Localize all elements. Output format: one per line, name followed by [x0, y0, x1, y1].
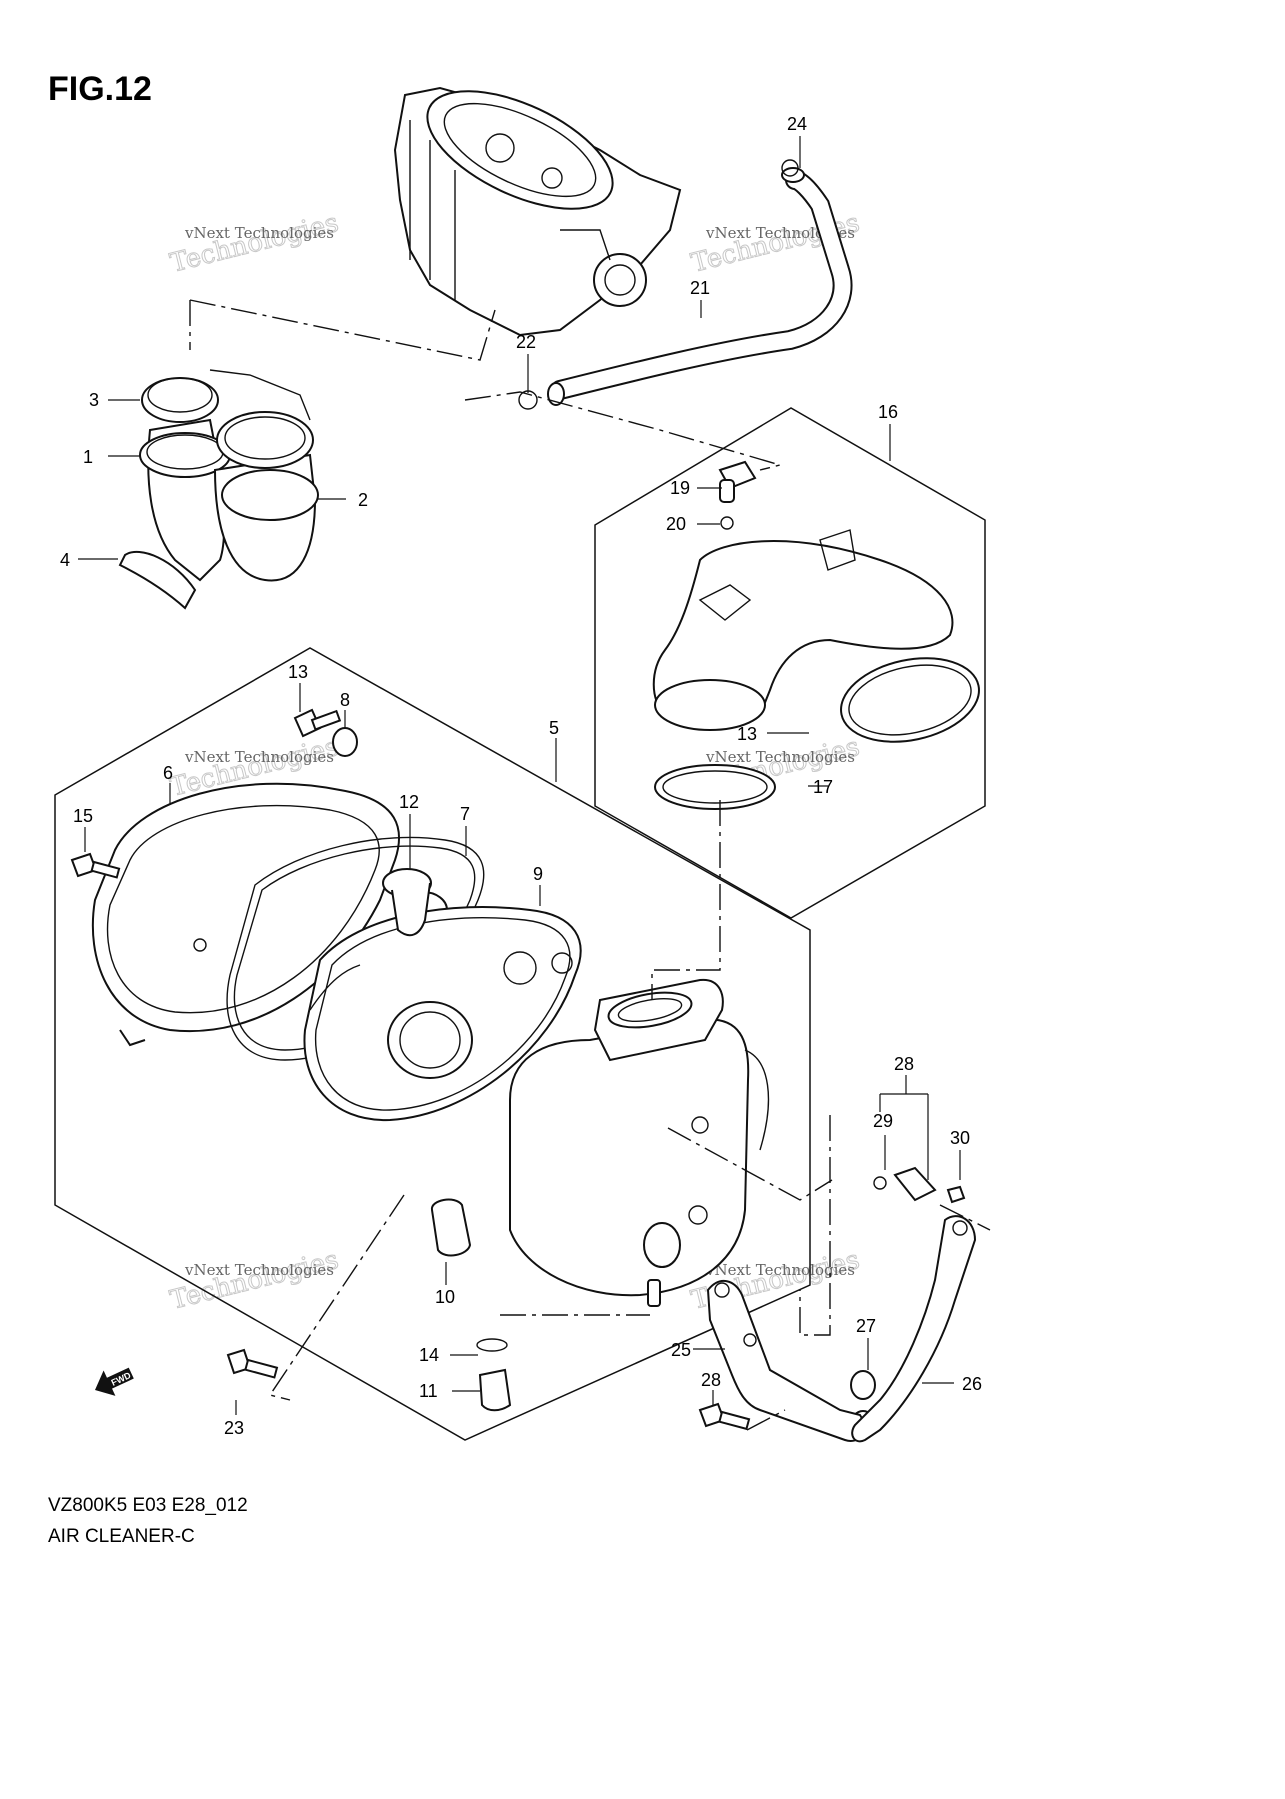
callout-20: 20	[666, 514, 686, 534]
callout-11: 11	[419, 1381, 438, 1401]
brackets-illustration	[706, 1215, 977, 1443]
callout-16: 16	[878, 402, 898, 422]
callout-9: 9	[533, 864, 543, 884]
part-5-frame	[54, 647, 811, 1441]
callout-19: 19	[670, 478, 690, 498]
callout-15: 15	[73, 806, 93, 826]
callout-1: 1	[83, 447, 93, 467]
watermark-text: vNext Technologies	[184, 1261, 334, 1279]
callout-4: 4	[60, 550, 70, 570]
watermark-text: vNext Technologies	[184, 224, 334, 242]
callout-29: 28	[894, 1054, 914, 1074]
figure-title: FIG.12	[48, 70, 152, 108]
fwd-arrow-icon: FWD	[95, 1367, 134, 1396]
figure-name: AIR CLEANER-C	[48, 1526, 195, 1547]
watermark-text: vNext Technologies	[184, 748, 334, 766]
intake-boots-illustration	[118, 369, 319, 610]
callout-8: 8	[340, 690, 350, 710]
connection-lines	[189, 299, 991, 1431]
leader-lines	[78, 136, 961, 1415]
callout-28: 28	[701, 1370, 721, 1390]
callout-2: 2	[358, 490, 368, 510]
callout-13: 13	[288, 662, 308, 682]
callout-12: 12	[399, 792, 419, 812]
callout-3: 3	[89, 390, 99, 410]
watermark-text: Technologies	[167, 208, 341, 279]
watermark-1: Technologies vNext Technologies	[167, 208, 342, 280]
carburetor-illustration	[393, 86, 682, 337]
callout-27: 27	[856, 1316, 876, 1336]
callout-26: 26	[962, 1374, 982, 1394]
breather-hose-illustration	[518, 159, 853, 410]
callout-7: 7	[460, 804, 470, 824]
callout-25: 25	[671, 1340, 691, 1360]
watermark-text: vNext Technologies	[705, 748, 855, 766]
callouts: 3 1 2 4 24 21 22 16 19 20 13 8 5 6 12 7 …	[60, 114, 982, 1438]
callout-5: 5	[549, 718, 559, 738]
callout-23: 24	[787, 114, 807, 134]
callout-21: 21	[690, 278, 710, 298]
callout-13-duct: 13	[737, 724, 757, 744]
part-16-frame	[594, 407, 986, 919]
callout-10: 10	[435, 1287, 455, 1307]
intake-duct-illustration	[652, 460, 980, 810]
callout-22: 22	[516, 332, 536, 352]
callout-6: 6	[163, 763, 173, 783]
air-filter-element-illustration	[303, 906, 582, 1122]
watermark-text: Technologies	[167, 1245, 341, 1316]
callout-14: 14	[419, 1345, 439, 1365]
figure-code: VZ800K5 E03 E28_012	[48, 1495, 248, 1516]
callout-31: 30	[950, 1128, 970, 1148]
callout-30: 29	[873, 1111, 893, 1131]
callout-24: 23	[224, 1418, 244, 1438]
air-cleaner-case-illustration	[509, 978, 770, 1307]
callout-17: 17	[813, 777, 833, 797]
watermark-5: Technologies vNext Technologies	[167, 1245, 342, 1317]
watermark-text: vNext Technologies	[705, 1261, 855, 1279]
